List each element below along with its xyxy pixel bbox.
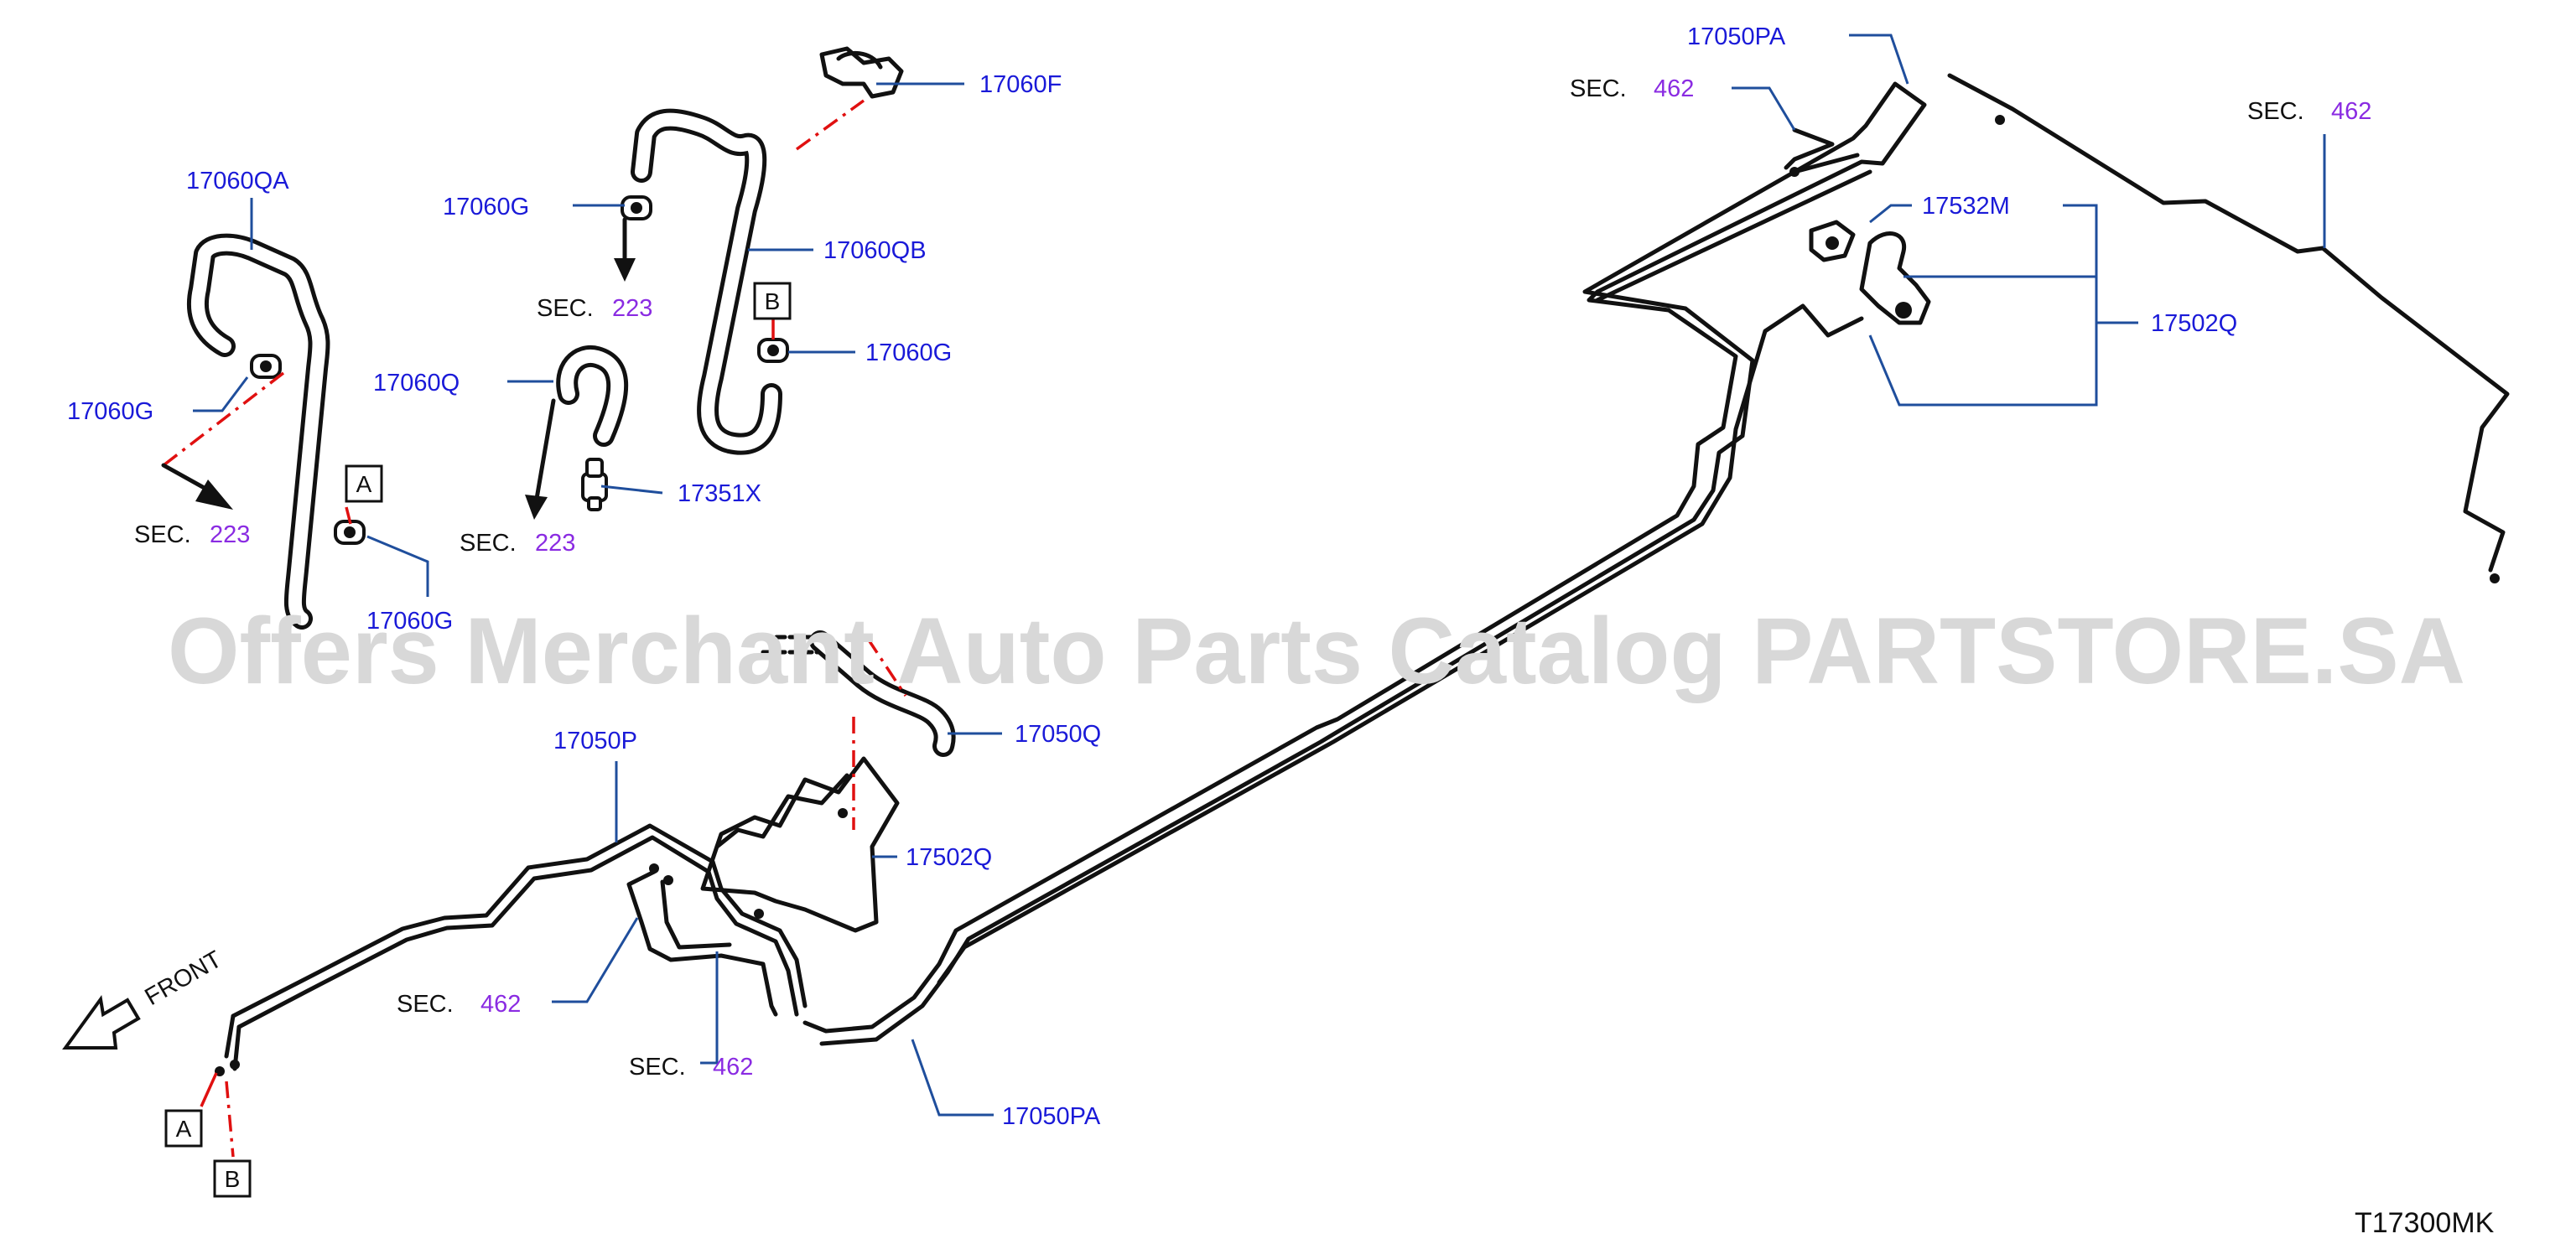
label-17050P: 17050P	[553, 728, 637, 754]
diagram-code: T17300MK	[2355, 1207, 2495, 1239]
svg-text:SEC.: SEC.	[629, 1054, 686, 1081]
sec-ref-462-d: SEC. 462	[2247, 98, 2371, 125]
svg-text:SEC.: SEC.	[1570, 75, 1627, 102]
label-17050PA-lower: 17050PA	[1002, 1103, 1101, 1130]
svg-text:A: A	[356, 471, 372, 497]
front-label: FRONT	[141, 946, 227, 1011]
clip-17502Q-upper	[1859, 231, 1931, 325]
sec-ref-223-b: SEC. 223	[460, 530, 575, 557]
label-17050Q: 17050Q	[1015, 721, 1101, 748]
svg-text:223: 223	[535, 530, 575, 557]
svg-text:462: 462	[1654, 75, 1694, 102]
label-17060QA: 17060QA	[186, 168, 289, 194]
clamp-17060G-a	[250, 354, 282, 379]
hose-17060Q	[556, 345, 629, 447]
label-17502Q-upper: 17502Q	[2151, 310, 2237, 337]
svg-text:SEC.: SEC.	[460, 530, 517, 557]
clip-17060F	[819, 46, 904, 99]
red-connections	[162, 99, 907, 1158]
svg-text:B: B	[765, 288, 781, 314]
svg-text:SEC.: SEC.	[134, 521, 191, 548]
clip-17532M	[1809, 220, 1856, 262]
svg-text:A: A	[176, 1116, 192, 1142]
svg-text:223: 223	[612, 295, 652, 322]
front-arrow-icon	[62, 994, 141, 1050]
connector-17351X	[581, 458, 608, 511]
sec-arrows	[161, 217, 636, 520]
sec462-pipes-lower	[626, 869, 778, 1017]
svg-text:223: 223	[210, 521, 250, 548]
label-17060G-a: 17060G	[67, 398, 153, 425]
clamp-17060G-d	[757, 338, 789, 363]
sec-ref-223-c: SEC. 223	[134, 521, 250, 548]
hose-17060QB	[631, 108, 782, 455]
label-17532M: 17532M	[1922, 193, 2010, 220]
svg-text:SEC.: SEC.	[397, 991, 454, 1018]
hose-17060QA	[186, 233, 330, 630]
svg-text:B: B	[225, 1166, 241, 1192]
clip-17502Q-lower	[700, 756, 900, 933]
label-17502Q-lower: 17502Q	[906, 844, 992, 871]
label-17060Q: 17060Q	[373, 370, 460, 397]
label-17060F: 17060F	[979, 71, 1062, 98]
svg-text:SEC.: SEC.	[537, 295, 594, 322]
sec-ref-462-a: SEC. 462	[397, 991, 521, 1018]
leader-lines	[193, 34, 2326, 1117]
box-marker-B-upper: B	[753, 282, 792, 320]
hose-17050Q	[761, 630, 956, 757]
clamp-17060G-c	[621, 195, 652, 220]
svg-text:462: 462	[2331, 98, 2371, 125]
label-17050PA-upper: 17050PA	[1687, 23, 1786, 50]
label-17060QB: 17060QB	[823, 237, 927, 264]
watermark-text: Offers Merchant Auto Parts Catalog PARTS…	[168, 599, 2465, 703]
box-marker-B-lower: B	[213, 1159, 252, 1198]
svg-text:462: 462	[713, 1054, 753, 1081]
sec-ref-462-b: SEC. 462	[629, 1054, 753, 1081]
label-17351X: 17351X	[678, 480, 761, 507]
sec-ref-462-c: SEC. 462	[1570, 75, 1694, 102]
fuel-pipes-17050PA	[802, 73, 2510, 1046]
clamp-17060G-b	[334, 520, 366, 545]
sec-ref-223-a: SEC. 223	[537, 295, 652, 322]
pipe-end-dots	[215, 115, 2500, 1076]
box-marker-A-lower: A	[164, 1109, 203, 1148]
box-marker-A-upper: A	[345, 464, 383, 503]
svg-text:SEC.: SEC.	[2247, 98, 2304, 125]
svg-text:462: 462	[480, 991, 521, 1018]
label-17060G-b: 17060G	[366, 608, 453, 635]
label-17060G-c: 17060G	[443, 194, 529, 220]
label-17060G-d: 17060G	[865, 340, 952, 366]
